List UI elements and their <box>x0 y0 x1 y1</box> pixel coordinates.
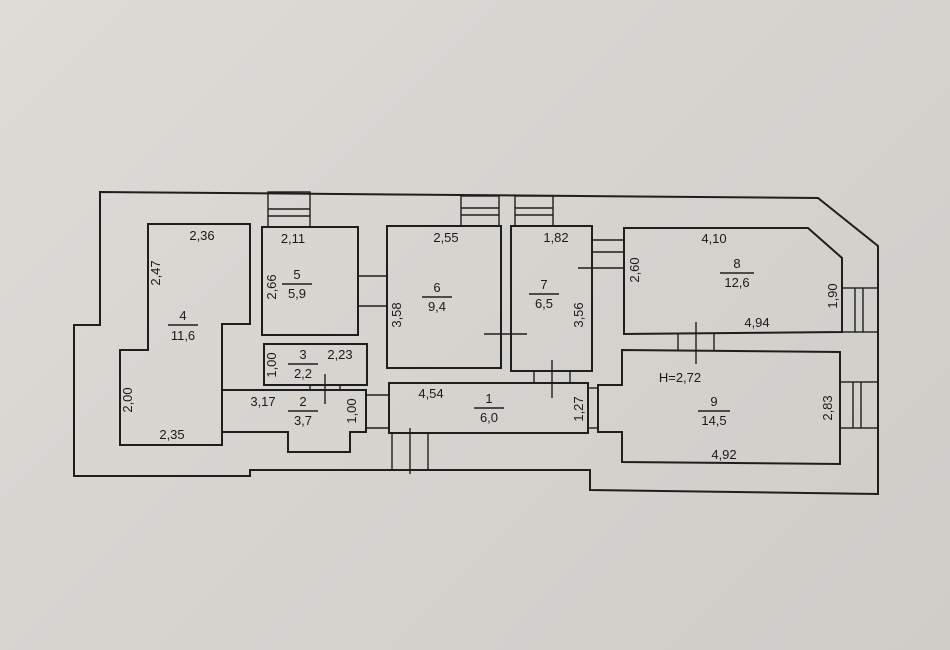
room-7-area: 6,5 <box>535 296 553 311</box>
dim-r8-top: 4,10 <box>701 231 726 246</box>
dim-r4-bottom: 2,35 <box>159 427 184 442</box>
door-8-9 <box>677 322 715 364</box>
room-6-outline <box>386 225 502 369</box>
door-7-8 <box>578 239 624 269</box>
room-2-area: 3,7 <box>294 413 312 428</box>
door-6-7 <box>484 318 527 352</box>
room-1-number: 1 <box>485 391 492 406</box>
window-room-9 <box>839 381 879 429</box>
dim-r2-right: 1,00 <box>344 398 359 423</box>
dim-r8-bottom: 4,94 <box>744 315 769 330</box>
dim-r4-left: 2,47 <box>148 260 163 285</box>
dim-r2-top: 3,17 <box>250 394 275 409</box>
dim-r7-right: 3,56 <box>571 302 586 327</box>
dim-r4-low-left: 2,00 <box>120 387 135 412</box>
room-9-area: 14,5 <box>701 413 726 428</box>
outer-wall <box>73 190 879 496</box>
dim-r4-top: 2,36 <box>189 228 214 243</box>
dim-r1-right: 1,27 <box>571 396 586 421</box>
dim-r5-top: 2,11 <box>281 231 305 246</box>
dim-r7-top: 1,82 <box>543 230 568 245</box>
room-2-outline <box>221 389 367 453</box>
window-room-6 <box>460 195 500 227</box>
room-2-number: 2 <box>299 394 306 409</box>
room-3-outline <box>263 343 368 386</box>
dim-r5-left: 2,66 <box>264 274 279 299</box>
window-room-8 <box>841 287 879 333</box>
dim-r3-right: 2,23 <box>327 347 352 362</box>
window-room-5 <box>267 191 311 228</box>
door-2-3 <box>309 374 341 404</box>
room-8-area: 12,6 <box>724 275 749 290</box>
door-7-1 <box>533 360 571 398</box>
room-3-number: 3 <box>299 347 306 362</box>
dim-r3-left: 1,00 <box>264 352 279 377</box>
ceiling-height: H=2,72 <box>659 370 701 385</box>
room-3-area: 2,2 <box>294 366 312 381</box>
room-6-area: 9,4 <box>428 299 446 314</box>
dim-r1-top: 4,54 <box>418 386 443 401</box>
room-7-number: 7 <box>540 277 547 292</box>
entrance-door <box>391 428 429 474</box>
dim-r9-right: 2,83 <box>820 395 835 420</box>
room-4-area: 11,6 <box>171 328 195 343</box>
room-1-area: 6,0 <box>480 410 498 425</box>
dim-r6-left: 3,58 <box>389 302 404 327</box>
room-4-outline <box>119 223 251 446</box>
dim-r8-left: 2,60 <box>627 257 642 282</box>
room-8-number: 8 <box>733 256 740 271</box>
room-4-number: 4 <box>179 308 186 323</box>
door-5-6 <box>358 275 387 307</box>
dim-r6-top: 2,55 <box>433 230 458 245</box>
dim-r8-right: 1,90 <box>825 283 840 308</box>
room-5-area: 5,9 <box>288 286 306 301</box>
window-room-7 <box>514 195 554 227</box>
room-6-number: 6 <box>433 280 440 295</box>
dim-r9-bottom: 4,92 <box>711 447 736 462</box>
room-1-outline <box>388 382 589 434</box>
room-5-number: 5 <box>293 267 300 282</box>
room-9-number: 9 <box>710 394 717 409</box>
